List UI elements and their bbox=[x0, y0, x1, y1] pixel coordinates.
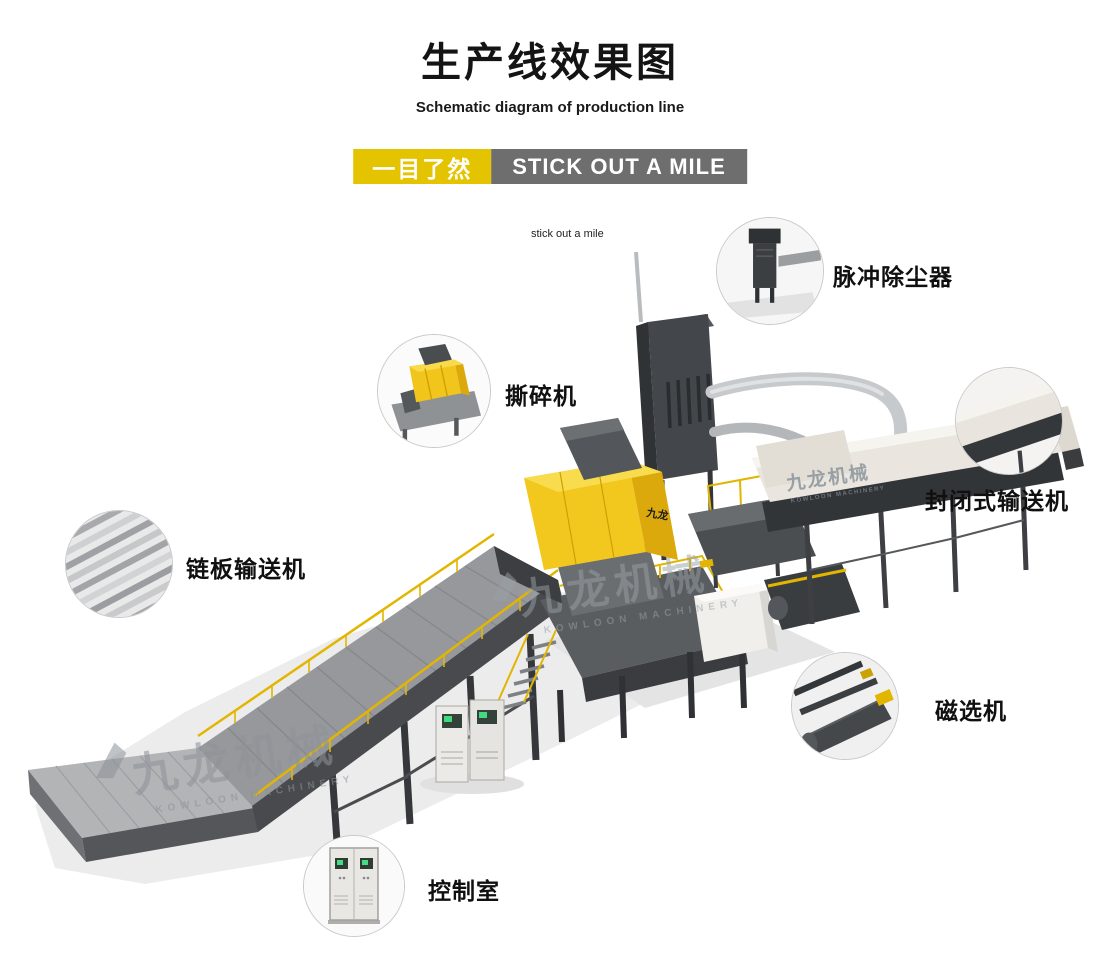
callout-label-control-room: 控制室 bbox=[428, 878, 500, 904]
callout-circle-pulse-dust-collector bbox=[716, 217, 824, 325]
callout-circle-magnetic-separator bbox=[791, 652, 899, 760]
callout-label-magnetic-separator: 磁选机 bbox=[935, 698, 1007, 724]
control-room-detail bbox=[304, 836, 404, 936]
callout-label-enclosed-conveyor: 封闭式输送机 bbox=[925, 488, 1069, 514]
banner-right-label: STICK OUT A MILE bbox=[491, 149, 747, 184]
magnetic-separator-detail bbox=[792, 653, 898, 759]
control-cabinets bbox=[420, 699, 524, 794]
callout-circle-control-room bbox=[303, 835, 405, 937]
callout-label-chain-plate-conveyor: 链板输送机 bbox=[186, 556, 306, 582]
callout-circle-chain-plate-conveyor bbox=[65, 510, 173, 618]
enclosed-conveyor-detail bbox=[956, 368, 1062, 474]
chain-plate-conveyor-tail bbox=[28, 748, 258, 862]
pulse-dust-collector-detail bbox=[717, 218, 823, 324]
tagline: stick out a mile bbox=[531, 228, 604, 240]
callout-label-pulse-dust-collector: 脉冲除尘器 bbox=[833, 264, 953, 290]
chain-plate-conveyor-incline bbox=[198, 546, 564, 832]
svg-text:九龙: 九龙 bbox=[644, 505, 669, 523]
page-subtitle: Schematic diagram of production line bbox=[415, 99, 685, 116]
shredder-machine: 九龙 bbox=[494, 418, 678, 616]
conveyor-handrails bbox=[197, 532, 559, 798]
callout-label-shredder: 撕碎机 bbox=[505, 383, 577, 409]
shredder-detail bbox=[378, 335, 490, 447]
enclosed-conveyor-legs bbox=[803, 461, 1029, 625]
callout-circle-shredder bbox=[377, 334, 491, 448]
collection-bin bbox=[694, 584, 778, 662]
banner: 一目了然 STICK OUT A MILE bbox=[353, 149, 747, 184]
banner-left-label: 一目了然 bbox=[353, 149, 492, 184]
chain-plate-conveyor-detail bbox=[66, 511, 172, 617]
callout-circle-enclosed-conveyor bbox=[955, 367, 1063, 475]
page-title: 生产线效果图 bbox=[421, 41, 679, 85]
